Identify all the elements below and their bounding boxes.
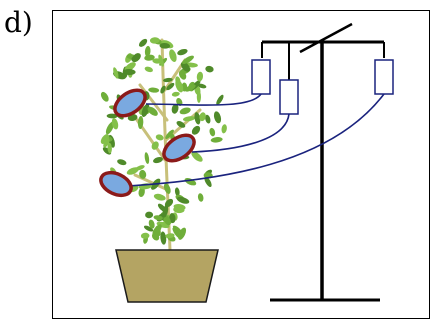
panel-label: d) bbox=[4, 6, 33, 39]
leaf-shape bbox=[216, 94, 224, 105]
leaf-shape bbox=[126, 167, 139, 175]
leaf-sensor-icon bbox=[113, 88, 147, 118]
leaf-shape bbox=[100, 91, 109, 102]
leaf-shape bbox=[141, 103, 150, 117]
logger-boxes bbox=[251, 59, 394, 115]
leaf-shape bbox=[100, 134, 110, 144]
leaf-shape bbox=[151, 232, 160, 241]
leaf-shape bbox=[196, 71, 204, 82]
leaf-shape bbox=[164, 198, 174, 208]
leaf-shape bbox=[131, 55, 140, 63]
leaf-shape bbox=[159, 42, 171, 49]
leaf-shape bbox=[166, 82, 175, 91]
leaf-shape bbox=[191, 125, 201, 135]
leaf-shape bbox=[144, 66, 153, 73]
leaf-shape bbox=[180, 61, 191, 72]
leaf-shape bbox=[117, 159, 127, 166]
leaf-shape bbox=[169, 49, 177, 62]
leaf-shape bbox=[137, 116, 144, 129]
leaf-shape bbox=[210, 137, 223, 143]
leaf-sensor-icon bbox=[162, 133, 196, 163]
leaf-shape bbox=[149, 37, 160, 44]
leaf-shape bbox=[140, 232, 150, 239]
leaf-shape bbox=[165, 129, 174, 139]
leaf-shape bbox=[139, 169, 147, 179]
leaf-shape bbox=[160, 85, 166, 94]
leaf-shape bbox=[197, 193, 204, 202]
leaf-shape bbox=[179, 107, 191, 115]
leaf-shape bbox=[173, 204, 186, 210]
logger-stand bbox=[261, 22, 385, 302]
leaf-shape bbox=[177, 48, 188, 56]
leaf-shape bbox=[176, 196, 190, 204]
leaf-shape bbox=[147, 106, 158, 116]
leaf-shape bbox=[182, 116, 196, 122]
leaf-shape bbox=[176, 121, 186, 128]
leaf-shape bbox=[113, 67, 119, 79]
leaf-shape bbox=[163, 183, 171, 194]
leaf-shape bbox=[184, 177, 197, 186]
leaf-shape bbox=[213, 111, 222, 124]
leaf-shape bbox=[148, 87, 160, 93]
leaf-shape bbox=[184, 84, 196, 92]
leaf-shape bbox=[178, 70, 187, 80]
figure-frame bbox=[52, 10, 430, 319]
leaf-shape bbox=[197, 83, 207, 89]
logger-box-icon bbox=[279, 79, 299, 115]
leaf-shape bbox=[172, 227, 182, 239]
sensor-wires bbox=[127, 93, 385, 187]
leaf-shape bbox=[172, 225, 182, 233]
leaf-shape bbox=[144, 45, 151, 57]
leaf-shape bbox=[174, 187, 180, 197]
leaf-shape bbox=[153, 215, 163, 221]
leaf-shape bbox=[138, 187, 145, 198]
leaf-shape bbox=[158, 54, 164, 67]
leaf-shape bbox=[145, 211, 154, 219]
leaf-shape bbox=[163, 77, 173, 83]
leaf-shape bbox=[152, 224, 162, 236]
logger-box-icon bbox=[251, 59, 271, 95]
leaf-shape bbox=[160, 231, 167, 245]
leaf-shape bbox=[103, 138, 110, 148]
leaf-shape bbox=[175, 76, 181, 86]
leaf-shape bbox=[138, 38, 148, 47]
leaf-shape bbox=[162, 205, 169, 218]
leaf-shape bbox=[171, 91, 180, 97]
leaf-shape bbox=[105, 121, 114, 135]
leaf-sensors bbox=[99, 88, 196, 198]
leaf-shape bbox=[153, 157, 163, 164]
leaf-shape bbox=[106, 113, 118, 119]
leaf-shape bbox=[182, 55, 194, 65]
leaf-shape bbox=[205, 65, 214, 73]
plant-pot bbox=[115, 249, 219, 303]
leaf-shape bbox=[204, 176, 212, 187]
leaf-shape bbox=[122, 68, 136, 76]
leaf-shape bbox=[107, 142, 112, 154]
leaf-shape bbox=[143, 225, 154, 232]
leaf-shape bbox=[151, 141, 159, 150]
leaf-shape bbox=[169, 213, 176, 224]
leaf-shape bbox=[205, 114, 211, 124]
leaf-shape bbox=[221, 124, 227, 134]
leaf-shape bbox=[153, 193, 166, 201]
leaf-shape bbox=[155, 134, 164, 141]
leaf-shape bbox=[163, 215, 171, 226]
leaf-shape bbox=[199, 112, 206, 122]
leaf-shape bbox=[194, 112, 201, 125]
leaf-shape bbox=[111, 118, 119, 130]
leaf-shape bbox=[148, 219, 155, 229]
leaf-shape bbox=[165, 233, 175, 239]
leaf-sensor-icon bbox=[99, 170, 133, 198]
leaf-shape bbox=[144, 152, 150, 164]
logger-box-icon bbox=[374, 59, 394, 95]
leaf-shape bbox=[171, 103, 179, 114]
leaf-shape bbox=[191, 151, 203, 162]
leaf-shape bbox=[209, 127, 216, 137]
